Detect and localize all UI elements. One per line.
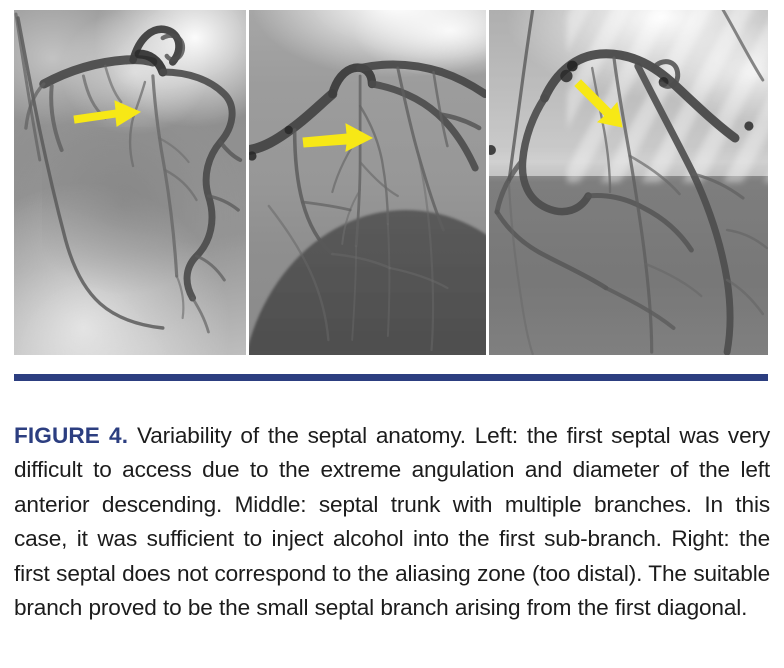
right-panel-vessel-tree — [489, 10, 768, 355]
left-angiogram-panel — [14, 10, 247, 355]
middle-angiogram-panel — [246, 10, 487, 355]
figure-caption: FIGURE 4. Variability of the septal anat… — [14, 419, 770, 626]
right-panel-rib-shadows — [567, 10, 768, 183]
middle-panel-vessel-tree — [249, 60, 487, 352]
angiogram-image-strip — [14, 10, 768, 355]
figure-caption-text: Variability of the septal anatomy. Left:… — [14, 422, 771, 621]
left-panel-vessel-tree — [14, 12, 243, 334]
arrow-marker-middle — [302, 123, 374, 152]
arrow-marker-left — [73, 100, 142, 127]
arrow-marker-right — [574, 79, 623, 128]
figure-caption-label: FIGURE 4. — [14, 422, 129, 448]
figure-divider-rule — [14, 374, 768, 381]
right-angiogram-panel — [486, 10, 768, 355]
